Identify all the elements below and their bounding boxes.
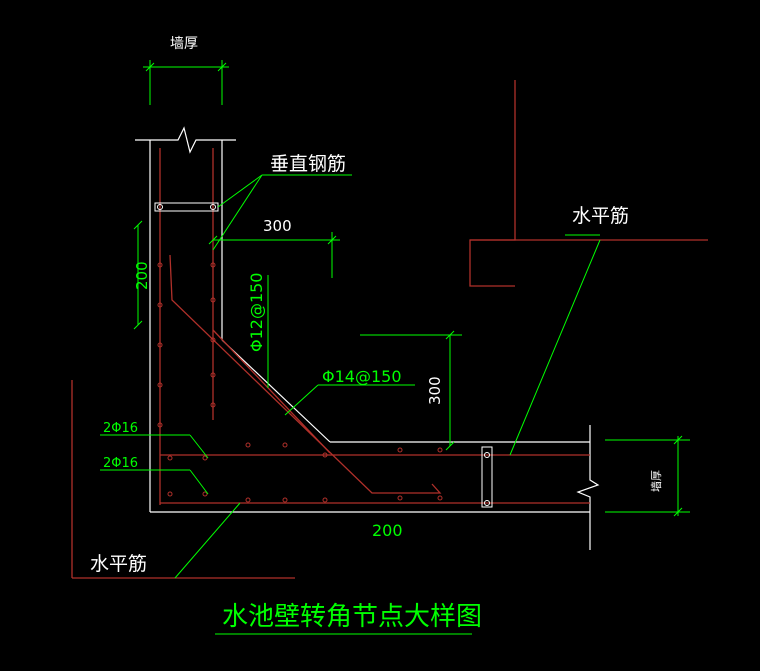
leaders xyxy=(100,174,601,635)
bars-2phi16-b-label: 2Φ16 xyxy=(103,456,138,471)
top-break-line xyxy=(135,126,236,154)
dim-300-top-label: 300 xyxy=(263,217,292,235)
drawing-title: 水池壁转角节点大样图 xyxy=(222,602,482,632)
rebar-dots xyxy=(157,262,443,503)
bar-spec-diagonal-label: Φ14@150 xyxy=(322,367,402,386)
rebar-group xyxy=(71,80,708,579)
wall-thickness-right-label: 墙厚 xyxy=(649,470,663,492)
vertical-bar-label: 垂直钢筋 xyxy=(270,153,346,175)
horizontal-bar-left-label: 水平筋 xyxy=(90,553,147,575)
wall-thickness-top-label: 墙厚 xyxy=(170,36,198,52)
bar-spec-vertical-label: Φ12@150 xyxy=(247,273,266,353)
dim-300-right-label: 300 xyxy=(426,376,444,405)
bars-2phi16-a-label: 2Φ16 xyxy=(103,421,138,436)
dimensions xyxy=(133,60,690,517)
dim-200-left-label: 200 xyxy=(133,261,151,290)
diagonal-bar xyxy=(169,254,442,494)
right-break-line xyxy=(576,425,600,550)
horizontal-bar-right-label: 水平筋 xyxy=(572,205,629,227)
dim-200-bottom-label: 200 xyxy=(372,521,403,540)
